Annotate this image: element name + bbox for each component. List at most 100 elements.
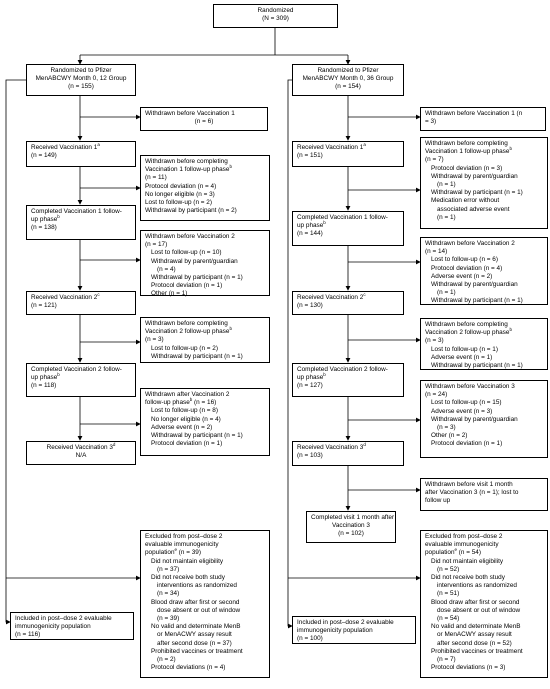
reason-item: Protocol deviation (n = 1) (151, 282, 223, 290)
left-completed-fu1-title2: up phaseb (31, 214, 60, 224)
reason-item: Protocol deviation (n = 4) (431, 264, 503, 272)
left-withdrawn-fu1-count: (n = 11) (145, 174, 167, 182)
right-completed-fu1-title2: up phaseb (297, 220, 326, 230)
right-included-title2: immunogenicity population (297, 627, 373, 635)
reason-item: Blood draw after first or second (151, 598, 240, 606)
left-included-title2: immunogenicity population (15, 623, 91, 631)
reason-item: Did not receive both study (151, 574, 225, 582)
right-completed-fu2-box: Completed Vaccination 2 follow- up phase… (292, 363, 404, 397)
left-received-v2-box: Received Vaccination 2c (n = 121) (26, 291, 136, 315)
randomized-total-box: Randomized (N = 309) (213, 4, 338, 28)
reason-item: No longer eligible (n = 3) (145, 190, 215, 198)
right-received-v1-count: (n = 151) (297, 152, 323, 160)
right-received-v1-title: Received Vaccination 1a (297, 141, 366, 151)
left-withdrawn-v2-title: Withdrawn before Vaccination 2 (145, 233, 235, 240)
right-withdrawn-fu2-title2: Vaccination 2 follow-up phaseb (425, 327, 512, 337)
randomized-label: Randomized (257, 7, 294, 14)
reason-item: Prohibited vaccines or treatment (431, 647, 523, 655)
right-withdrawn-fu1-box: Withdrawn before completing Vaccination … (420, 137, 548, 229)
reason-item: Adverse event (n = 3) (431, 407, 493, 415)
left-excluded-title: Excluded from post–dose 2 (145, 533, 223, 540)
right-received-v2-box: Received Vaccination 2c (n = 130) (292, 291, 404, 315)
reason-item: Medication error without (431, 197, 500, 205)
reason-item: Other (n = 2) (431, 432, 468, 440)
reason-item: Prohibited vaccines or treatment (151, 647, 243, 655)
left-excluded-title2: evaluable immunogenicity (145, 541, 219, 549)
left-randomized-box: Randomized to Pfizer MenABCWY Month 0, 1… (26, 64, 136, 96)
reason-item: (n = 37) (157, 565, 180, 573)
left-randomized-title: Randomized to Pfizer (50, 67, 112, 74)
left-withdrawn-fu1-box: Withdrawn before completing Vaccination … (140, 155, 270, 221)
reason-item: Did not maintain eligibility (431, 557, 504, 565)
right-randomized-title: Randomized to Pfizer (317, 67, 379, 74)
left-included-box: Included in post–dose 2 evaluable immuno… (10, 612, 134, 640)
reason-item: dose absent or out of window (437, 606, 521, 614)
left-withdrawn-fu2-title: Withdrawn before completing (145, 320, 228, 327)
right-withdrawn-v2-title: Withdrawn before Vaccination 2 (425, 240, 515, 247)
right-withdrawn-v1-count: = 3) (425, 118, 437, 126)
left-withdrawn-after-v2-title: Withdrawn after Vaccination 2 (145, 391, 230, 398)
reason-item: (n = 54) (437, 615, 460, 623)
right-included-count: (n = 100) (297, 635, 323, 643)
left-excluded-box: Excluded from post–dose 2 evaluable immu… (140, 530, 270, 678)
right-withdrawn-v1-box: Withdrawn before Vaccination 1 (n = 3) (420, 107, 546, 131)
right-completed-visit-title2: Vaccination 3 (332, 522, 370, 530)
left-withdrawn-v1-title: Withdrawn before Vaccination 1 (145, 110, 235, 117)
right-withdrawn-fu2-count: (n = 3) (425, 337, 444, 345)
reason-item: (n = 34) (157, 590, 180, 598)
right-received-v2-title: Received Vaccination 2c (297, 291, 366, 301)
right-withdrawn-fu2-box: Withdrawn before completing Vaccination … (420, 318, 548, 370)
reason-item: (n = 1) (437, 213, 456, 221)
left-withdrawn-v2-box: Withdrawn before Vaccination 2 (n = 17) … (140, 230, 270, 298)
reason-item: Withdrawal by participant (n = 1) (431, 189, 523, 197)
reason-item: Withdrawal by participant (n = 1) (431, 362, 523, 370)
left-completed-fu1-title: Completed Vaccination 1 follow- (31, 208, 122, 215)
right-completed-fu1-title: Completed Vaccination 1 follow- (297, 214, 388, 221)
right-withdrawn-visit-box: Withdrawn before visit 1 month after Vac… (420, 478, 548, 511)
right-excluded-title2: evaluable immunogenicity (425, 541, 499, 549)
right-excluded-title3: populatione (n = 54) (425, 547, 481, 557)
right-included-box: Included in post–dose 2 evaluable immuno… (292, 616, 416, 644)
left-completed-fu1-box: Completed Vaccination 1 follow- up phase… (26, 205, 136, 240)
reason-item: (n = 4) (157, 265, 176, 273)
right-randomized-box: Randomized to Pfizer MenABCWY Month 0, 3… (292, 64, 404, 96)
reason-item: Lost to follow-up (n = 15) (431, 399, 502, 407)
reason-item: (n = 39) (157, 615, 180, 623)
right-withdrawn-v2-count: (n = 14) (425, 248, 448, 256)
reason-item: Withdrawal by participant (n = 1) (151, 274, 243, 282)
reason-item: (n = 51) (437, 590, 460, 598)
reason-item: dose absent or out of window (157, 606, 241, 614)
right-withdrawn-fu1-count: (n = 7) (425, 156, 444, 164)
left-withdrawn-v2-count: (n = 17) (145, 241, 168, 249)
left-completed-fu1-count: (n = 138) (31, 224, 57, 232)
reason-item: (n = 1) (437, 181, 456, 189)
left-withdrawn-fu1-title2: Vaccination 1 follow-up phaseb (145, 164, 232, 174)
left-received-v3-value: N/A (75, 452, 87, 460)
right-included-title: Included in post–dose 2 evaluable (297, 619, 394, 626)
reason-item: associated adverse event (437, 205, 510, 213)
reason-item: Withdrawal by parent/guardian (431, 172, 518, 180)
right-received-v3-count: (n = 103) (297, 452, 323, 460)
reason-item: Other (n = 1) (151, 290, 188, 298)
right-withdrawn-v3-count: (n = 24) (425, 391, 448, 399)
left-withdrawn-v1-box: Withdrawn before Vaccination 1 (n = 6) (140, 107, 268, 131)
left-withdrawn-after-v2-box: Withdrawn after Vaccination 2 follow-up … (140, 388, 270, 456)
right-completed-fu1-count: (n = 144) (297, 230, 323, 238)
reason-item: (n = 2) (157, 656, 176, 664)
reason-item: (n = 1) (437, 289, 456, 297)
left-completed-fu2-count: (n = 118) (31, 382, 57, 390)
reason-item: Protocol deviation (n = 4) (145, 182, 217, 190)
right-randomized-count: (n = 154) (335, 83, 361, 91)
reason-item: Withdrawal by participant (n = 2) (145, 207, 237, 215)
right-withdrawn-fu1-title2: Vaccination 1 follow-up phaseb (425, 146, 512, 156)
right-received-v3-title: Received Vaccination 3d (297, 441, 366, 451)
reason-item: after second dose (n = 52) (437, 639, 512, 647)
reason-item: or MenACWY assay result (437, 631, 512, 639)
reason-item: Protocol deviation (n = 1) (151, 440, 223, 448)
reason-item: Protocol deviation (n = 1) (431, 440, 503, 448)
left-received-v2-count: (n = 121) (31, 302, 57, 310)
right-excluded-box: Excluded from post–dose 2 evaluable immu… (420, 530, 548, 678)
right-withdrawn-visit-title3: follow up (425, 497, 451, 505)
reason-item: Blood draw after first or second (431, 598, 520, 606)
